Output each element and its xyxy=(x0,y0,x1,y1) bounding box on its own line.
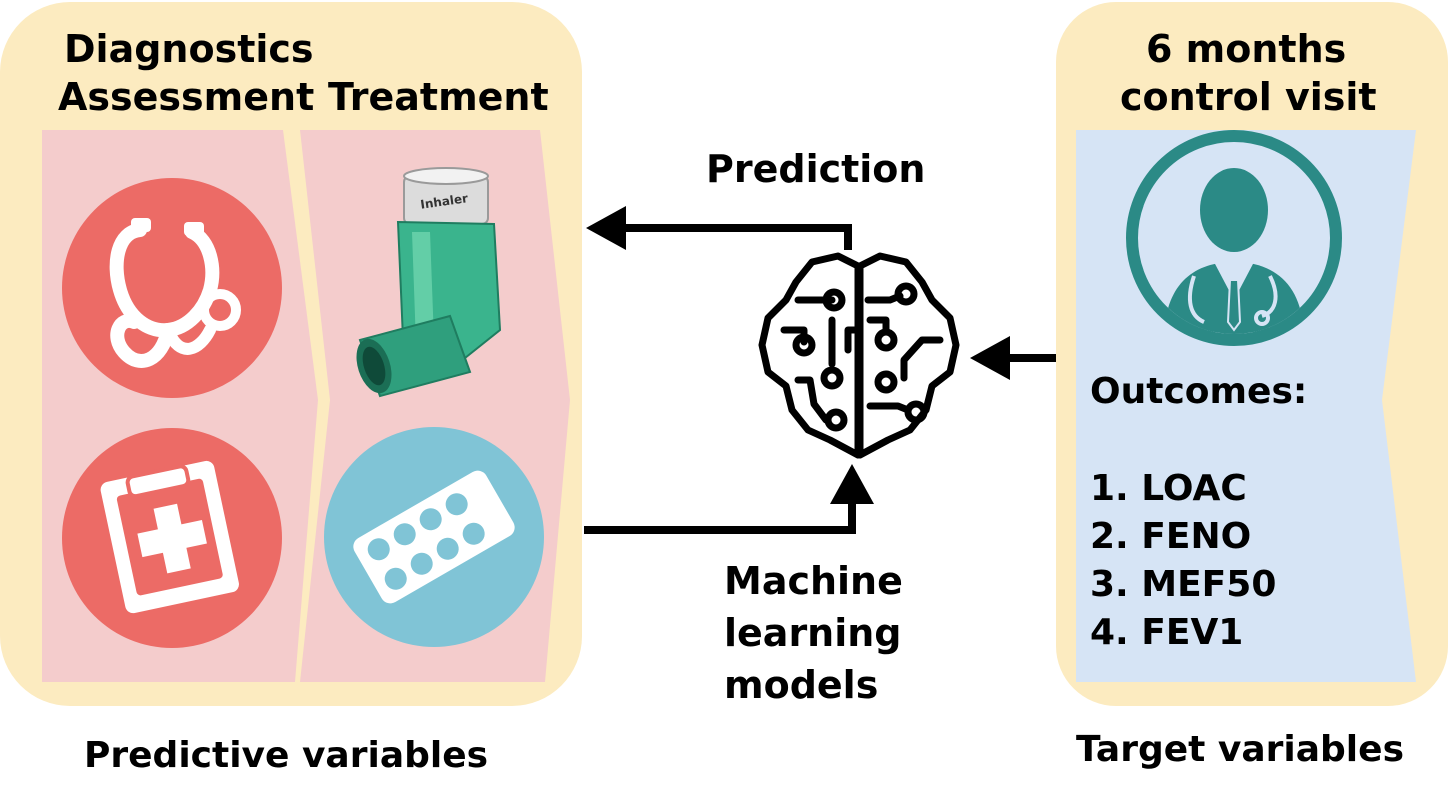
inhaler-label: Inhaler xyxy=(419,191,468,212)
pill-blister-icon xyxy=(324,427,544,647)
control-visit-title-line1: 6 months xyxy=(1146,27,1347,71)
diagnostics-title-line2: Assessment xyxy=(58,75,315,119)
target-arrow xyxy=(970,336,1056,380)
treatment-title: Treatment xyxy=(328,75,549,119)
prediction-arrow xyxy=(586,206,852,250)
diagnostics-title-line1: Diagnostics xyxy=(64,27,314,71)
prediction-label: Prediction xyxy=(706,147,926,191)
outcome-item-4: 4. FEV1 xyxy=(1090,612,1244,653)
inhaler-icon: Inhaler xyxy=(356,167,502,398)
outcome-item-3: 3. MEF50 xyxy=(1090,564,1277,605)
predictive-variables-label: Predictive variables xyxy=(84,735,489,776)
outcome-item-2: 2. FENO xyxy=(1090,516,1252,557)
training-arrow xyxy=(584,464,874,534)
brain-circuit-icon xyxy=(758,252,960,459)
outcomes-heading: Outcomes: xyxy=(1090,371,1308,412)
doctor-icon xyxy=(1126,130,1342,346)
target-variables-label: Target variables xyxy=(1076,729,1404,770)
ml-label-line2: learning xyxy=(724,611,902,655)
medical-clipboard-icon xyxy=(62,428,282,648)
ml-label-line3: models xyxy=(724,663,879,707)
outcome-item-1: 1. LOAC xyxy=(1090,468,1247,509)
stethoscope-icon xyxy=(62,178,282,398)
ml-label-line1: Machine xyxy=(724,559,903,603)
control-visit-title-line2: control visit xyxy=(1120,75,1377,119)
